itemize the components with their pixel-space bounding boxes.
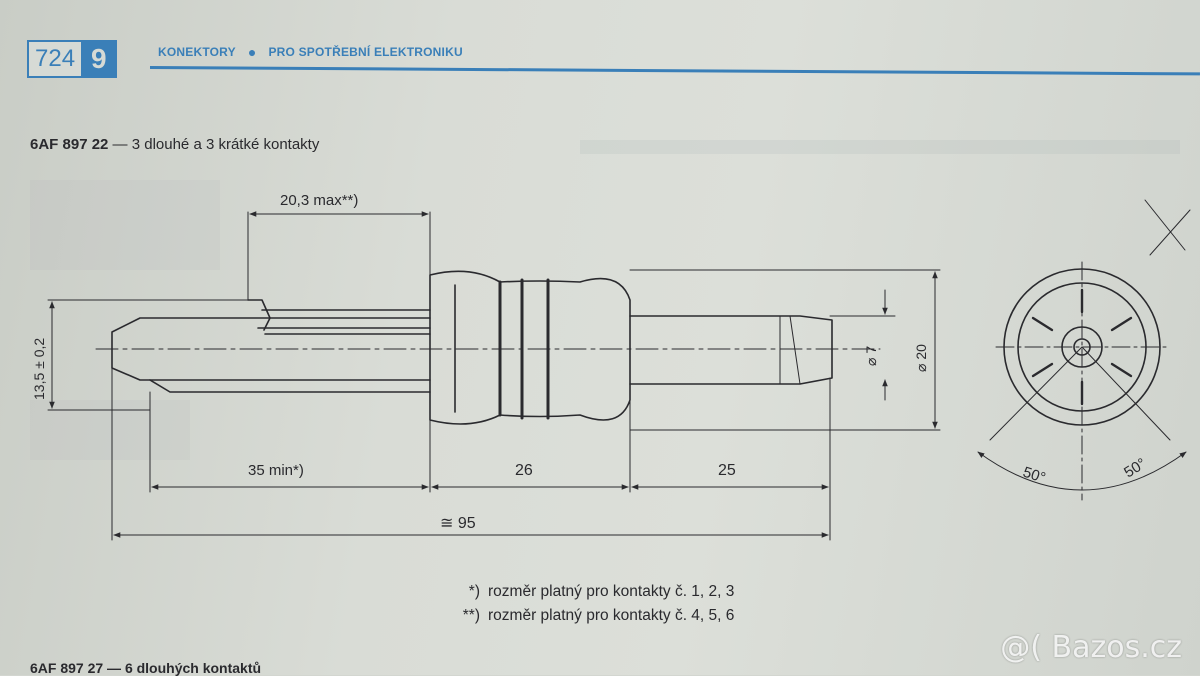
watermark: @( Bazos.cz [1000, 630, 1182, 665]
page-number: 724 [27, 40, 84, 78]
section-number-box: 724 9 [27, 40, 117, 78]
footnote-1: *) rozměr platný pro kontakty č. 1, 2, 3 [440, 580, 735, 604]
connector-code: 6AF 897 22 [30, 136, 109, 153]
footnote-mark: **) [462, 607, 480, 624]
dimension-label-outer-diameter: ⌀ 20 [913, 344, 929, 372]
angle-label-left: 50° [1021, 464, 1048, 487]
bullet-separator: ● [247, 44, 257, 60]
breadcrumb: KONEKTORY ● PRO SPOTŘEBNÍ ELEKTRONIKU [158, 44, 463, 60]
footnote-text: rozměr platný pro kontakty č. 4, 5, 6 [488, 607, 735, 624]
front-view-axis [1144, 199, 1186, 251]
angle-leg [989, 346, 1083, 441]
footnote-2: **) rozměr platný pro kontakty č. 4, 5, 6 [440, 604, 735, 628]
section-title: KONEKTORY [158, 45, 236, 59]
cable-hatch [779, 315, 801, 385]
footnote-text: rozměr platný pro kontakty č. 1, 2, 3 [488, 583, 735, 600]
connector-description: — 3 dlouhé a 3 krátké kontakty [108, 136, 320, 153]
angle-label-right: 50° [1121, 455, 1149, 481]
cable-outline [629, 315, 833, 385]
bleed-through-shadow [30, 180, 220, 270]
bleed-through-shadow [580, 140, 1180, 154]
subsection-title: PRO SPOTŘEBNÍ ELEKTRONIKU [268, 45, 463, 59]
pin-outline [111, 317, 431, 381]
angle-leg [1081, 346, 1171, 441]
handle-outline [429, 270, 631, 425]
dimension-label-max: 20,3 max**) [280, 192, 358, 209]
dimension-label-end: 25 [718, 462, 736, 479]
chapter-number: 9 [83, 40, 117, 78]
footnotes: *)rozměr platný pro kontakty č. 1, 2, 3 … [440, 580, 735, 628]
angle-arc [977, 451, 1187, 491]
dimension-label-inner-diameter: ⌀ 7 [863, 346, 879, 366]
connector-title: 6AF 897 22 — 3 dlouhé a 3 krátké kontakt… [30, 136, 319, 153]
dimension-label-min: 35 min*) [248, 462, 304, 479]
pin-notch [247, 299, 271, 331]
dimension-label-height: 13,5 ± 0,2 [31, 338, 47, 400]
dimension-label-total: ≅ 95 [440, 515, 476, 532]
front-view-axis [1149, 209, 1191, 256]
pin-slot [149, 379, 431, 393]
dimension-label-middle: 26 [515, 462, 533, 479]
next-item-title: 6AF 897 27 — 6 dlouhých kontaktů [30, 660, 262, 676]
footnote-mark: *) [468, 583, 480, 600]
